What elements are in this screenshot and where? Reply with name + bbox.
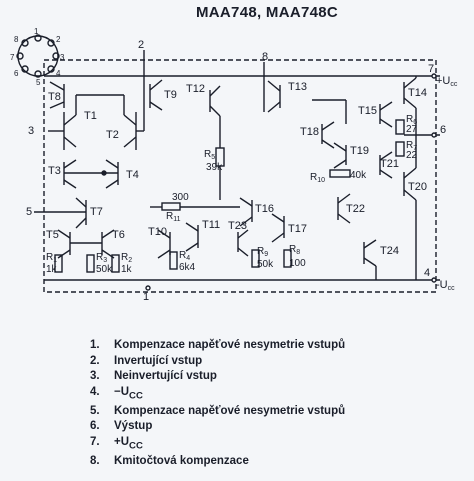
- value-r4: 6k4: [179, 262, 196, 273]
- pinout-7: 7: [10, 53, 15, 62]
- label-t3: T3: [48, 165, 61, 177]
- value-r11: 300: [172, 192, 189, 203]
- label-r9: R9: [257, 246, 268, 258]
- pin-legend: 1.Kompenzace napěťové nesymetrie vstupů …: [90, 338, 345, 469]
- label-t6: T6: [112, 229, 125, 241]
- legend-row-1: 1.Kompenzace napěťové nesymetrie vstupů: [90, 339, 346, 351]
- value-r8: 100: [289, 258, 306, 269]
- label-r6: R6: [406, 114, 417, 126]
- pin-2-label: 2: [138, 39, 144, 51]
- label-r2: R2: [121, 252, 132, 264]
- pinout-5: 5: [36, 78, 41, 87]
- value-r6: 27: [406, 124, 418, 135]
- label-r11: R11: [166, 211, 181, 223]
- pinout-8: 8: [14, 35, 19, 44]
- label-t18: T18: [300, 126, 319, 138]
- pinout-1: 1: [34, 27, 39, 36]
- pin-4-label: 4: [424, 267, 430, 279]
- legend-row-3: 3.Neinvertující vstup: [90, 370, 217, 383]
- label-t23: T23: [228, 220, 247, 232]
- label-r4: R4: [179, 250, 190, 262]
- label-t10: T10: [148, 226, 167, 238]
- pinout-4: 4: [56, 69, 61, 78]
- pin-3-label: 3: [28, 125, 34, 137]
- label-t13: T13: [288, 81, 307, 93]
- label-t4: T4: [126, 169, 139, 181]
- label-t1: T1: [84, 110, 97, 122]
- value-r2: 1k: [121, 264, 133, 275]
- label-t19: T19: [350, 145, 369, 157]
- vcc-minus-label: -Ucc: [436, 279, 455, 292]
- label-t2: T2: [106, 129, 119, 141]
- label-t5: T5: [46, 229, 59, 241]
- label-r3: R3: [96, 252, 107, 264]
- label-t24: T24: [380, 245, 399, 257]
- label-t8: T8: [48, 91, 61, 103]
- pinout-3: 3: [60, 53, 65, 62]
- label-r5: R5: [204, 149, 215, 161]
- label-t7: T7: [90, 206, 103, 218]
- package-outline: [43, 59, 437, 293]
- label-r7: R7: [406, 140, 417, 152]
- pin-1-label: 1: [143, 291, 149, 303]
- label-r8: R8: [289, 244, 300, 256]
- value-r10: 40k: [350, 170, 367, 181]
- legend-row-8: 8.Kmitočtová kompenzace: [90, 454, 249, 467]
- legend-row-5: 5.Kompenzace napěťové nesymetrie vstupů: [90, 404, 346, 417]
- value-r1: 1k: [46, 264, 58, 275]
- pin-5-label: 5: [26, 206, 32, 218]
- label-t21: T21: [380, 158, 399, 170]
- value-r3: 50k: [96, 264, 113, 275]
- pin-7-label: 7: [428, 63, 434, 75]
- pin-6-label: 6: [440, 124, 446, 136]
- legend-row-6: 6.Výstup: [90, 420, 153, 433]
- legend-row-7: 7.+UCC: [90, 435, 143, 452]
- label-t9: T9: [164, 89, 177, 101]
- value-r7: 22: [406, 150, 418, 161]
- value-r9: 50k: [257, 259, 274, 270]
- label-t16: T16: [255, 203, 274, 215]
- label-t11: T11: [202, 219, 220, 231]
- pinout-6: 6: [14, 69, 19, 78]
- legend-row-4: 4.−UCC: [90, 385, 143, 402]
- label-r10: R10: [310, 172, 325, 184]
- label-t20: T20: [408, 181, 427, 193]
- pin-8-label: 8: [262, 51, 268, 63]
- label-t17: T17: [288, 223, 307, 235]
- label-t14: T14: [408, 87, 427, 99]
- label-t22: T22: [346, 203, 365, 215]
- vcc-plus-label: +Ucc: [436, 75, 458, 88]
- label-t15: T15: [358, 105, 377, 117]
- diagram-title: MAA748, MAA748C: [196, 4, 339, 21]
- legend-row-2: 2.Invertující vstup: [90, 354, 203, 367]
- schematic: T8 T1 T2 T9 T3 T4 T7 T5 T6 T10 T11 T12 T…: [10, 27, 458, 303]
- label-r1: R1: [46, 252, 57, 264]
- value-r5: 39k: [206, 162, 223, 173]
- label-t12: T12: [186, 83, 205, 95]
- pinout-2: 2: [56, 35, 61, 44]
